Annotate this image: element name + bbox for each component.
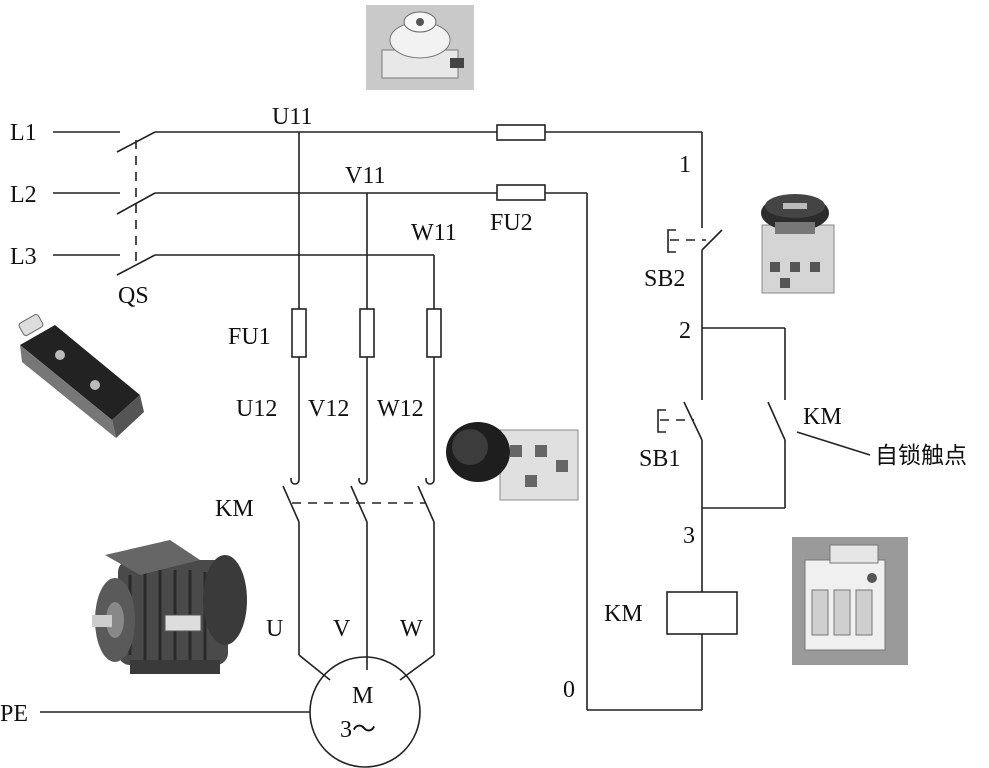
motor-label: M bbox=[352, 683, 373, 709]
label-W11: W11 bbox=[411, 220, 457, 246]
label-QS: QS bbox=[118, 283, 149, 309]
node-1: 1 bbox=[679, 152, 691, 178]
self-lock-label: 自锁触点 bbox=[875, 443, 967, 469]
pushbutton-photo bbox=[446, 422, 579, 501]
label-SB2: SB2 bbox=[644, 266, 685, 292]
label-KM-coil: KM bbox=[604, 601, 643, 627]
motor-phase-label: 3～ bbox=[340, 717, 376, 743]
motor-photo bbox=[92, 540, 247, 674]
thermal-relay-photo bbox=[792, 537, 908, 665]
node-2: 2 bbox=[679, 318, 691, 344]
label-L2: L2 bbox=[10, 182, 37, 208]
label-U11: U11 bbox=[272, 104, 312, 130]
label-W12: W12 bbox=[377, 396, 424, 422]
fuse-photo bbox=[366, 5, 474, 90]
label-SB1: SB1 bbox=[639, 446, 680, 472]
label-PE: PE bbox=[0, 701, 28, 727]
node-3: 3 bbox=[683, 523, 695, 549]
label-V12: V12 bbox=[308, 396, 349, 422]
label-U: U bbox=[266, 616, 283, 642]
label-V11: V11 bbox=[345, 163, 385, 189]
label-FU2: FU2 bbox=[490, 210, 533, 236]
label-L1: L1 bbox=[10, 120, 37, 146]
wiring bbox=[40, 124, 871, 768]
label-L3: L3 bbox=[10, 244, 37, 270]
emergency-stop-photo bbox=[761, 194, 835, 294]
node-0: 0 bbox=[563, 677, 575, 703]
foot-switch-photo bbox=[18, 314, 144, 438]
label-KM-aux: KM bbox=[803, 404, 842, 430]
label-FU1: FU1 bbox=[228, 324, 271, 350]
label-KM-main: KM bbox=[215, 496, 254, 522]
label-V: V bbox=[333, 616, 351, 642]
label-W: W bbox=[400, 616, 423, 642]
label-U12: U12 bbox=[236, 396, 277, 422]
